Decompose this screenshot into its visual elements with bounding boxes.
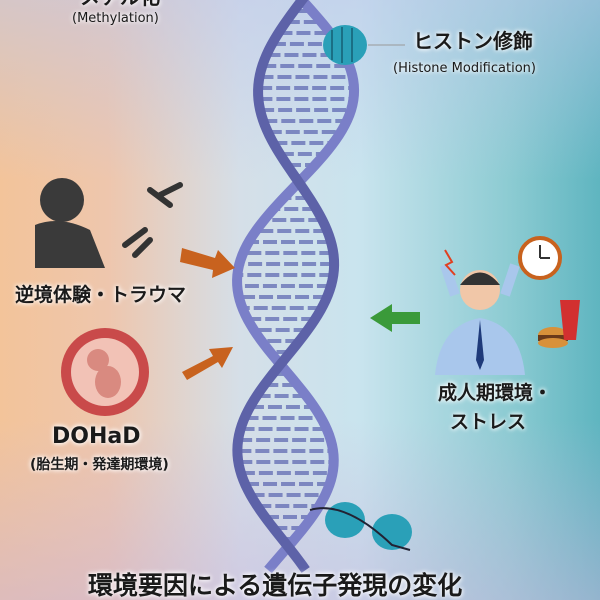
dohad-label: DOHaD xyxy=(52,424,141,449)
stressed-man-icon xyxy=(435,249,525,375)
child-silhouette-icon xyxy=(35,178,105,268)
histone-icon xyxy=(323,25,405,65)
histone-label: ヒストン修飾 xyxy=(413,29,533,53)
histone-english-label: (Histone Modification) xyxy=(393,61,536,76)
main-title: 環境要因による遺伝子発現の変化 xyxy=(88,571,463,600)
methylation-english-label: (Methylation) xyxy=(72,11,159,26)
dna-strand xyxy=(232,0,360,574)
fetus-icon xyxy=(61,328,149,416)
methylation-label: メチル化 xyxy=(80,0,160,8)
stress-label: ストレス xyxy=(450,411,527,433)
dna-double-helix xyxy=(232,0,360,574)
dna-strand xyxy=(232,0,340,573)
adversity-label: 逆境体験・トラウマ xyxy=(15,284,187,306)
orange-arrow-icon xyxy=(180,248,235,380)
fast-food-icon xyxy=(538,300,580,348)
green-arrow-icon xyxy=(370,304,420,332)
broken-chain-icon xyxy=(122,182,183,258)
clock-icon xyxy=(518,236,562,280)
histone-icon xyxy=(309,502,412,551)
adult-environment-label: 成人期環境・ xyxy=(438,382,553,404)
dohad-sub-label: (胎生期・発達期環境) xyxy=(30,457,169,473)
